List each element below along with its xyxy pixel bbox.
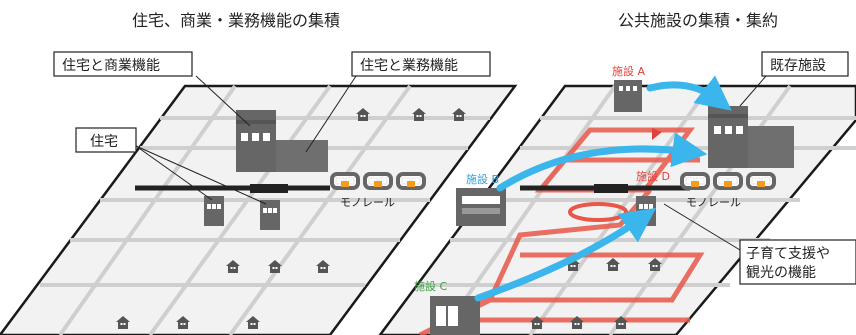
right-monorail-station bbox=[594, 184, 628, 193]
right-panel: 公共施設の集積・集約 bbox=[378, 11, 856, 335]
existing-facility-building bbox=[708, 106, 794, 168]
left-residential-building-2 bbox=[260, 200, 280, 230]
label-residential: 住宅 bbox=[75, 127, 267, 205]
left-streets bbox=[40, 84, 490, 335]
left-monorail-train bbox=[329, 171, 427, 191]
function-note: 子育て支援や 観光の機能 bbox=[663, 203, 856, 285]
facility-d-label: 施設 D bbox=[636, 169, 670, 183]
left-panel: 住宅、商業・業務機能の集積 モノレール bbox=[0, 11, 518, 335]
svg-text:子育て支援や: 子育て支援や bbox=[746, 246, 830, 262]
svg-text:既存施設: 既存施設 bbox=[770, 58, 826, 74]
facility-a-label: 施設 A bbox=[612, 64, 645, 78]
facility-c: 施設 C bbox=[414, 279, 480, 335]
right-panel-title: 公共施設の集積・集約 bbox=[618, 11, 778, 30]
route-marker-flag bbox=[652, 128, 662, 140]
facility-a: 施設 A bbox=[612, 64, 645, 112]
left-residential-building-1 bbox=[204, 196, 224, 226]
facility-b: 施設 B bbox=[456, 172, 506, 226]
arrow-b-to-existing bbox=[496, 132, 708, 192]
facility-d: 施設 D bbox=[636, 169, 670, 226]
arrow-c-to-d bbox=[474, 207, 657, 302]
svg-text:観光の機能: 観光の機能 bbox=[746, 264, 816, 281]
left-monorail-label: モノレール bbox=[340, 196, 395, 209]
left-monorail-station bbox=[250, 184, 288, 193]
right-monorail-train bbox=[679, 171, 777, 191]
facility-b-label: 施設 B bbox=[466, 172, 499, 186]
right-monorail-label: モノレール bbox=[686, 196, 741, 209]
facility-c-label: 施設 C bbox=[414, 279, 447, 293]
consolidation-arrows bbox=[474, 75, 732, 302]
svg-text:住宅と商業機能: 住宅と商業機能 bbox=[62, 58, 160, 74]
left-panel-title: 住宅、商業・業務機能の集積 bbox=[132, 11, 340, 30]
label-residential-commercial: 住宅と商業機能 bbox=[53, 51, 251, 127]
svg-text:住宅: 住宅 bbox=[90, 134, 118, 150]
left-mixed-building bbox=[236, 110, 328, 172]
label-existing-facility: 既存施設 bbox=[739, 51, 849, 107]
label-residential-business: 住宅と業務機能 bbox=[305, 51, 491, 153]
arrow-a-to-existing bbox=[646, 75, 732, 111]
svg-text:住宅と業務機能: 住宅と業務機能 bbox=[360, 58, 458, 74]
